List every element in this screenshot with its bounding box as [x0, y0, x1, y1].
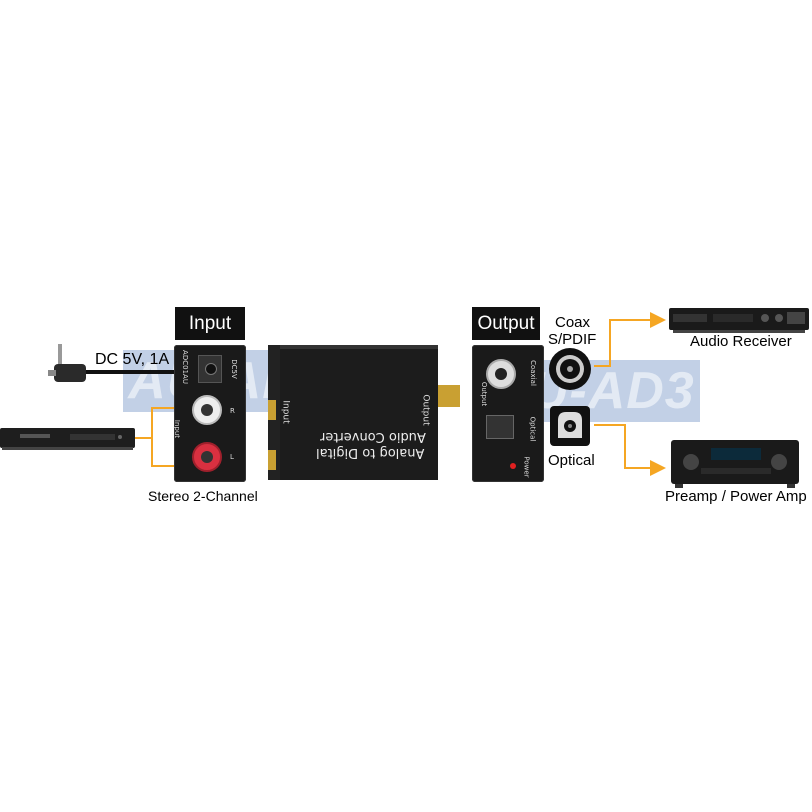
optical-plug-icon	[550, 406, 590, 446]
converter-side-input: Input	[280, 400, 291, 424]
converter-side-output: Output	[420, 394, 431, 426]
input-panel-input: Input	[173, 419, 182, 439]
converter-device: Analog to Digital Audio Converter Input …	[264, 345, 460, 480]
coax-label-line1: Coax	[555, 314, 591, 331]
input-panel-model: ADC01AU	[180, 350, 189, 384]
dc-jack-icon	[198, 355, 222, 383]
output-panel-power: Power	[522, 456, 531, 478]
optical-label: Optical	[548, 452, 595, 469]
coax-label-line2: S/PDIF	[548, 331, 597, 348]
dc-plug-icon	[48, 362, 86, 384]
stereo-label: Stereo 2-Channel	[148, 488, 258, 504]
coax-port-icon	[486, 359, 516, 389]
coax-plug-icon	[548, 347, 592, 391]
output-panel: Output Coaxial Optical Power	[472, 345, 544, 482]
output-panel-output: Output	[480, 381, 489, 407]
optical-port-icon	[486, 415, 514, 439]
converter-front-line1: Analog to Digital	[316, 445, 425, 460]
audio-receiver-label: Audio Receiver	[690, 333, 792, 350]
output-header: Output	[472, 307, 540, 340]
rca-red-icon	[192, 442, 222, 472]
output-panel-coaxial: Coaxial	[528, 360, 537, 386]
audio-receiver-icon	[669, 306, 809, 334]
source-device-icon	[0, 425, 135, 453]
input-header: Input	[175, 307, 245, 340]
input-panel-l: L	[230, 453, 234, 461]
input-panel-r: R	[230, 407, 235, 415]
preamp-label: Preamp / Power Amp	[665, 488, 807, 505]
preamp-icon	[671, 440, 799, 488]
dc-power-label: DC 5V, 1A	[95, 351, 170, 368]
converter-front-line2: Audio Converter	[320, 429, 426, 444]
input-panel: ADC01AU DC5V Input R L	[173, 345, 246, 482]
output-panel-optical: Optical	[528, 416, 537, 442]
power-led-icon	[510, 463, 516, 469]
dc-plug-tip-icon	[55, 344, 65, 364]
rca-white-icon	[192, 395, 222, 425]
input-panel-dc: DC5V	[229, 359, 238, 379]
